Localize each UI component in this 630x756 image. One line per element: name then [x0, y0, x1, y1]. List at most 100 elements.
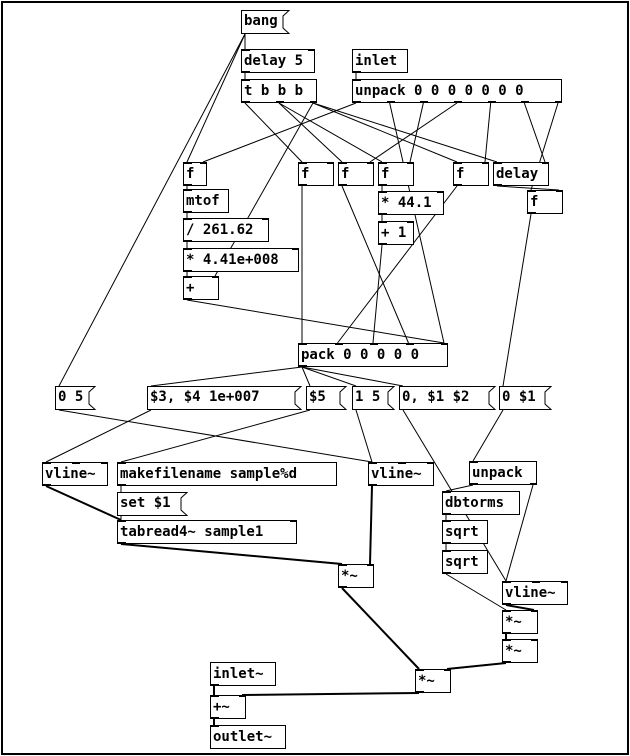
control-cord[interactable]	[186, 299, 445, 344]
outlet-port[interactable]	[379, 184, 387, 185]
control-cord[interactable]	[120, 409, 311, 463]
inlet-port[interactable]	[503, 640, 511, 641]
control-cord[interactable]	[502, 213, 532, 387]
control-cord[interactable]	[45, 409, 152, 463]
control-cord[interactable]	[278, 102, 383, 163]
control-cord[interactable]	[312, 102, 458, 163]
outlet-port[interactable]	[299, 184, 307, 185]
message-box-msg05[interactable]: 0 5	[55, 386, 97, 410]
control-cord[interactable]	[301, 366, 404, 387]
inlet-port[interactable]	[101, 463, 107, 464]
outlet-port[interactable]	[353, 101, 361, 102]
outlet-port[interactable]	[184, 270, 192, 271]
control-cord[interactable]	[244, 102, 303, 163]
outlet-port[interactable]	[369, 484, 377, 485]
object-box-delay[interactable]: delay	[493, 162, 549, 186]
inlet-port[interactable]	[532, 582, 540, 583]
object-box-sqrt2[interactable]: sqrt	[442, 550, 488, 574]
inlet-port[interactable]	[561, 582, 567, 583]
control-cord[interactable]	[214, 102, 314, 277]
outlet-port[interactable]	[353, 71, 361, 72]
inlet-port[interactable]	[441, 344, 447, 345]
outlet-port[interactable]	[184, 184, 192, 185]
inlet-port[interactable]	[503, 611, 511, 612]
object-box-f2[interactable]: f	[298, 162, 334, 186]
inlet-port[interactable]	[407, 163, 413, 164]
inlet-port[interactable]	[407, 222, 413, 223]
inlet-port[interactable]	[184, 249, 192, 250]
inlet-port[interactable]	[494, 163, 502, 164]
signal-cord[interactable]	[446, 662, 507, 670]
control-cord[interactable]	[58, 33, 246, 387]
outlet-port[interactable]	[555, 101, 561, 102]
message-box-msg0s1[interactable]: 0 $1	[499, 386, 553, 410]
outlet-port[interactable]	[184, 240, 192, 241]
inlet-port[interactable]	[398, 463, 406, 464]
object-box-mul3[interactable]: *~	[502, 639, 538, 663]
object-box-tbbb[interactable]: t b b b	[241, 79, 317, 103]
object-box-vline2[interactable]: vline~	[368, 462, 434, 486]
inlet-port[interactable]	[427, 463, 433, 464]
object-box-f3[interactable]: f	[338, 162, 374, 186]
signal-cord[interactable]	[241, 692, 420, 696]
inlet-port[interactable]	[118, 463, 126, 464]
outlet-port[interactable]	[299, 365, 307, 366]
inlet-port[interactable]	[212, 277, 218, 278]
control-cord[interactable]	[355, 409, 373, 463]
inlet-port[interactable]	[444, 670, 450, 671]
object-box-pack[interactable]: pack 0 0 0 0 0	[298, 343, 448, 367]
outlet-port[interactable]	[494, 184, 502, 185]
inlet-port[interactable]	[292, 249, 298, 250]
outlet-port[interactable]	[118, 542, 126, 543]
inlet-port[interactable]	[334, 344, 343, 345]
signal-cord[interactable]	[341, 587, 420, 670]
inlet-port[interactable]	[379, 163, 387, 164]
outlet-port[interactable]	[379, 213, 387, 214]
inlet-port[interactable]	[72, 463, 80, 464]
outlet-port[interactable]	[454, 101, 462, 102]
object-box-tabread[interactable]: tabread4~ sample1	[117, 520, 297, 544]
control-cord[interactable]	[484, 102, 492, 163]
outlet-port[interactable]	[184, 298, 192, 299]
object-box-delay5[interactable]: delay 5	[241, 49, 315, 73]
message-box-set1[interactable]: set $1	[117, 492, 189, 516]
outlet-port[interactable]	[310, 101, 316, 102]
control-cord[interactable]	[505, 484, 534, 582]
inlet-port[interactable]	[211, 726, 219, 727]
control-cord[interactable]	[202, 102, 357, 163]
outlet-port[interactable]	[211, 717, 219, 718]
object-box-plus[interactable]: +	[183, 276, 219, 300]
inlet-port[interactable]	[443, 521, 451, 522]
control-cord[interactable]	[496, 185, 560, 191]
outlet-port[interactable]	[43, 484, 51, 485]
outlet-port[interactable]	[443, 572, 451, 573]
object-box-unpack2[interactable]: unpack	[469, 461, 537, 485]
object-box-div[interactable]: / 261.62	[183, 218, 269, 242]
inlet-port[interactable]	[327, 163, 333, 164]
object-box-mulbig[interactable]: * 4.41e+008	[183, 248, 299, 272]
inlet-port[interactable]	[184, 219, 192, 220]
inlet-port[interactable]	[184, 163, 192, 164]
control-cord[interactable]	[312, 102, 498, 163]
outlet-port[interactable]	[386, 101, 395, 102]
outlet-port[interactable]	[443, 513, 451, 514]
object-box-f1[interactable]: f	[183, 162, 207, 186]
inlet-port[interactable]	[184, 190, 192, 191]
object-box-mul4[interactable]: *~	[415, 669, 451, 693]
control-cord[interactable]	[341, 185, 409, 344]
message-box-msg15[interactable]: 1 5	[352, 386, 396, 410]
inlet-port[interactable]	[542, 163, 548, 164]
object-box-sqrt1[interactable]: sqrt	[442, 520, 488, 544]
inlet-port[interactable]	[379, 192, 387, 193]
object-box-dbtorms[interactable]: dbtorms	[442, 491, 520, 515]
outlet-port[interactable]	[443, 542, 451, 543]
object-box-vline3[interactable]: vline~	[502, 581, 568, 605]
outlet-port[interactable]	[184, 211, 192, 212]
message-box-msg34[interactable]: $3, $4 1e+007	[147, 386, 303, 410]
inlet-port[interactable]	[370, 344, 378, 345]
outlet-port[interactable]	[379, 243, 387, 244]
control-cord[interactable]	[301, 366, 357, 387]
signal-cord[interactable]	[505, 604, 535, 611]
inlet-port[interactable]	[339, 163, 347, 164]
